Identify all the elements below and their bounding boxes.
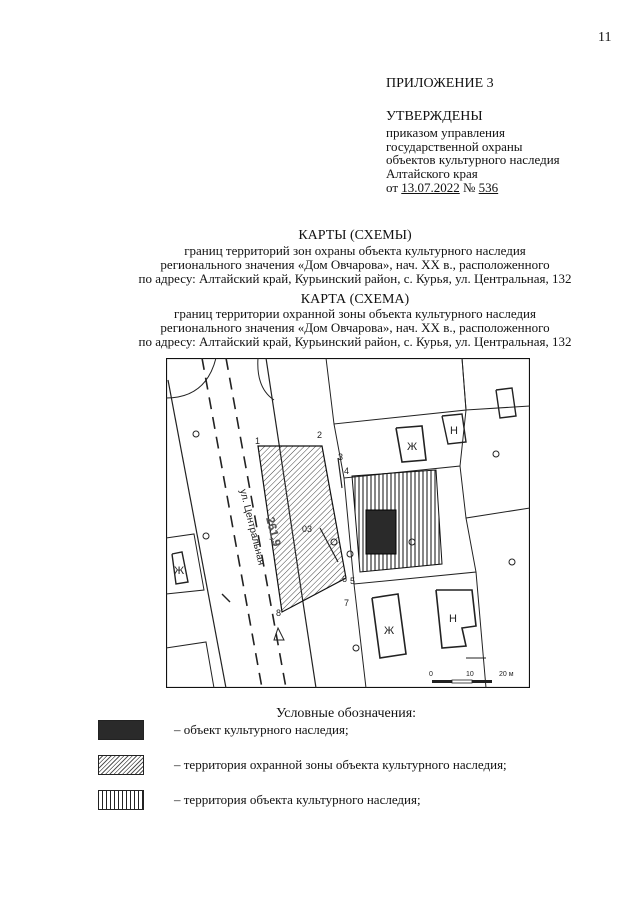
triangle-symbol	[273, 626, 285, 641]
point-label: 8	[276, 608, 281, 618]
legend-text: – территория охранной зоны объекта культ…	[174, 757, 507, 772]
parcel-low-right	[475, 571, 487, 688]
section1-line: регионального значения «Дом Овчарова», н…	[160, 257, 550, 272]
page-number: 11	[598, 30, 612, 45]
scale-label: 20 м	[499, 671, 514, 678]
map-svg: 1 2 3 4 5 6 7 8 03 ул. Центральная 261,9…	[165, 357, 531, 689]
legend-title: Условные обозначения:	[276, 706, 417, 721]
section2-title: КАРТА (СХЕМА)	[300, 292, 410, 307]
building-letter: Ж	[384, 625, 394, 637]
protected-zone-area	[257, 445, 347, 613]
cadastral-map: 1 2 3 4 5 6 7 8 03 ул. Центральная 261,9…	[165, 357, 531, 689]
legend-swatch-object	[98, 720, 144, 740]
road-sign-symbol	[221, 593, 231, 603]
legend-item-territory: – территория объекта культурного наследи…	[98, 790, 421, 810]
date-prefix: от	[386, 180, 402, 195]
approved-title: УТВЕРЖДЕНЫ	[386, 109, 483, 124]
tree-symbol	[508, 558, 516, 566]
number-prefix: №	[459, 180, 479, 195]
legend-item-object: – объект культурного наследия;	[98, 720, 349, 740]
section2-text: границ территории охранной зоны объекта …	[0, 307, 640, 349]
tree-symbol	[492, 450, 500, 458]
approved-lines: приказом управления государственной охра…	[386, 126, 560, 180]
building-n-top	[441, 413, 467, 445]
code-label: 03	[302, 524, 312, 534]
tree-symbol	[408, 538, 416, 546]
section2-line: регионального значения «Дом Овчарова», н…	[160, 320, 550, 335]
approved-line: Алтайского края	[386, 165, 478, 181]
curve-top-left	[166, 358, 217, 399]
legend-swatch-zone	[98, 755, 144, 775]
point-label: 3	[338, 452, 343, 462]
legend-text: – объект культурного наследия;	[174, 722, 349, 737]
parcel-low-left	[353, 583, 367, 688]
point-label: 7	[344, 598, 349, 608]
point-label: 6	[342, 574, 347, 584]
heritage-object	[365, 509, 397, 555]
legend-item-zone: – территория охранной зоны объекта культ…	[98, 755, 507, 775]
tree-symbol	[192, 430, 200, 438]
section1-title: КАРТЫ (СХЕМЫ)	[298, 228, 412, 243]
scale-label: 0	[429, 671, 433, 678]
parcel-left	[166, 533, 205, 595]
building-n-right	[495, 387, 517, 419]
section2-line: по адресу: Алтайский край, Курьинский ра…	[138, 334, 572, 349]
section1-line: границ территорий зон охраны объекта кул…	[184, 243, 526, 258]
approved-line: государственной охраны	[386, 138, 523, 154]
point-label: 1	[255, 436, 260, 446]
order-date: 13.07.2022	[401, 180, 460, 195]
order-number: 536	[478, 180, 499, 195]
point-label: 4	[344, 466, 349, 476]
road-center-line-2	[225, 358, 287, 688]
tree-symbol	[352, 644, 360, 652]
building-letter: Н	[449, 613, 457, 625]
scale-label: 10	[466, 671, 474, 678]
section1-line: по адресу: Алтайский край, Курьинский ра…	[138, 271, 572, 286]
building-letter: Н	[450, 425, 458, 437]
appendix-label: ПРИЛОЖЕНИЕ 3	[386, 76, 494, 91]
scale-bar: 0 10 20 м	[429, 671, 514, 684]
section1-text: границ территорий зон охраны объекта кул…	[0, 244, 640, 286]
building-letter: Ж	[174, 565, 184, 577]
section2-line: границ территории охранной зоны объекта …	[173, 306, 536, 321]
parcel-left-bottom	[166, 641, 215, 688]
path-line	[319, 527, 339, 563]
road-edge-left	[167, 379, 227, 688]
path-line	[337, 457, 343, 489]
legend-swatch-territory	[98, 790, 144, 810]
building-zh-bottom	[371, 593, 407, 659]
legend-text: – территория объекта культурного наследи…	[174, 792, 421, 807]
point-label: 2	[317, 430, 322, 440]
tree-symbol	[202, 532, 210, 540]
building-n-bottom	[435, 589, 477, 649]
parcel-middle	[343, 477, 477, 585]
curve-top	[257, 358, 275, 401]
building-zh-left	[171, 551, 189, 585]
approved-line: объектов культурного наследия	[386, 152, 560, 167]
tree-symbol	[346, 550, 354, 558]
approved-line: приказом управления	[386, 125, 505, 140]
point-label: 5	[350, 576, 355, 586]
building-zh-top	[395, 425, 427, 463]
tree-symbol	[330, 538, 338, 546]
building-letter: Ж	[407, 441, 417, 453]
order-line: от 13.07.2022 № 536	[386, 180, 498, 196]
road-center-line-1	[201, 358, 263, 688]
